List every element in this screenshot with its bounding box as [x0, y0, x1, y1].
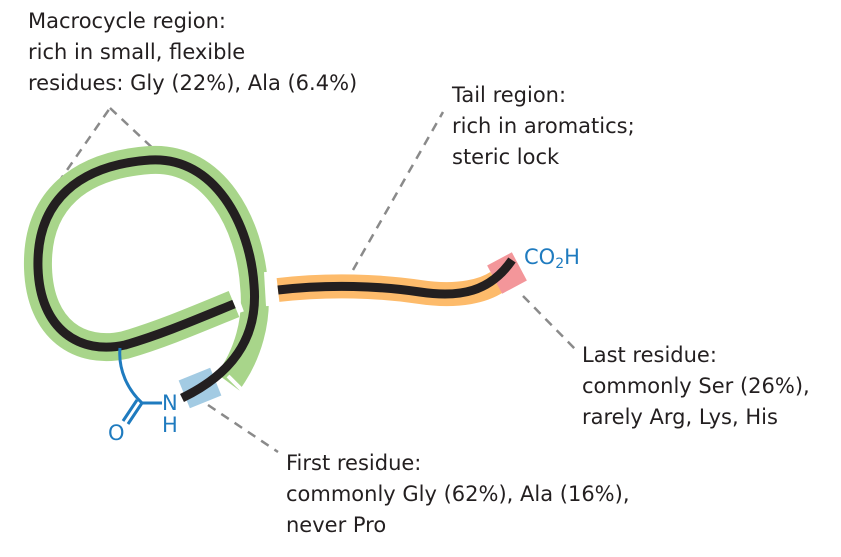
leader-lines	[56, 107, 579, 454]
macrocycle-leader-right	[109, 107, 161, 156]
tail-leader	[351, 111, 445, 271]
amide-h-label: H	[162, 413, 178, 437]
amide-n-label: N	[162, 391, 178, 415]
tail-label: Tail region: rich in aromatics; steric l…	[452, 80, 635, 173]
first-residue-label-line2: commonly Gly (62%), Ala (16%),	[286, 482, 630, 506]
last-residue-label-line1: Last residue:	[582, 343, 717, 367]
macrocycle-label-line2: rich in small, flexible	[28, 40, 246, 64]
first-residue-leader	[207, 403, 279, 454]
tail-label-line2: rich in aromatics;	[452, 114, 635, 138]
last-residue-label: Last residue: commonly Ser (26%), rarely…	[582, 340, 810, 433]
last-residue-label-line3: rarely Arg, Lys, His	[582, 405, 778, 429]
carboxyl-label: CO2H	[524, 245, 580, 272]
macrocycle-label-line3: residues: Gly (22%), Ala (6.4%)	[28, 71, 358, 95]
last-residue-leader	[522, 295, 579, 353]
macrocycle-label-line1: Macrocycle region:	[28, 9, 226, 33]
first-residue-label: First residue: commonly Gly (62%), Ala (…	[286, 448, 630, 541]
macrocycle-label: Macrocycle region: rich in small, flexib…	[28, 6, 357, 99]
amide-o-label: O	[108, 421, 125, 445]
tail-label-line1: Tail region:	[452, 83, 567, 107]
first-residue-label-line1: First residue:	[286, 451, 422, 475]
last-residue-label-line2: commonly Ser (26%),	[582, 374, 810, 398]
isopeptide-bond	[118, 347, 162, 425]
first-residue-label-line3: never Pro	[286, 513, 387, 537]
band-gaps	[226, 271, 270, 392]
tail-label-line3: steric lock	[452, 145, 560, 169]
backbone	[33, 155, 516, 403]
